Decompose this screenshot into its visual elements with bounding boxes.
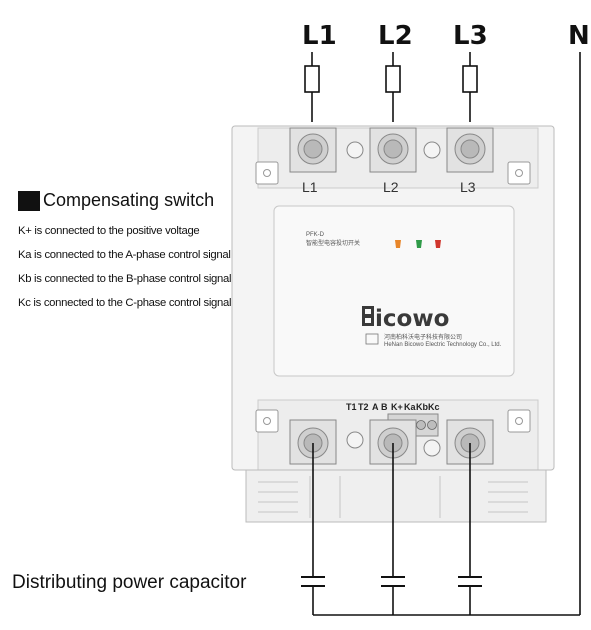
output-wires <box>312 443 580 616</box>
terminal-t1: T1 <box>346 402 357 412</box>
terminal-kb: Kb <box>416 402 428 412</box>
terminal-b: B <box>381 402 388 412</box>
switch-device: L1 L2 L3 PFK-D 智能型电容投切开关 icowo 河南柏科沃电子科技… <box>231 125 555 523</box>
control-terminal-labels: T1 T2 A B K+ Ka Kb Kc <box>346 402 440 412</box>
capacitor-2 <box>381 576 405 587</box>
capacitor-label: Distributing power capacitor <box>12 572 247 593</box>
legend-line-kplus: K+ is connected to the positive voltage <box>18 225 200 237</box>
fuse-l3 <box>462 65 478 93</box>
capacitor-3 <box>458 576 482 587</box>
phase-label-n: N <box>568 21 590 51</box>
legend-line-kc: Kc is connected to the C-phase control s… <box>18 297 232 309</box>
capacitors <box>301 576 482 587</box>
phase-label-l3: L3 <box>453 21 488 51</box>
terminal-label-l2: L2 <box>383 179 399 195</box>
terminal-label-l3: L3 <box>460 179 476 195</box>
legend-title: Compensating switch <box>18 190 214 211</box>
brand-text: icowo <box>375 306 449 332</box>
legend-line-kb: Kb is connected to the B-phase control s… <box>18 273 232 285</box>
company-name-en: HeNan Bicowo Electric Technology Co., Lt… <box>384 342 502 348</box>
legend-square-icon <box>18 190 40 211</box>
phase-label-l1: L1 <box>302 21 337 51</box>
terminal-a: A <box>372 402 379 412</box>
terminal-t2: T2 <box>358 402 369 412</box>
terminal-kc: Kc <box>428 402 440 412</box>
legend-line-ka: Ka is connected to the A-phase control s… <box>18 249 231 261</box>
company-name-cn: 河南柏科沃电子科技有限公司 <box>384 333 462 341</box>
heat-sink <box>245 469 547 523</box>
phase-label-l2: L2 <box>378 21 413 51</box>
led-orange <box>395 240 401 248</box>
product-name-cn: 智能型电容投切开关 <box>306 239 360 247</box>
legend-title-text: Compensating switch <box>43 190 215 210</box>
model-label: PFK-D <box>306 232 325 238</box>
fuse-l1 <box>304 65 320 93</box>
led-green <box>416 240 422 248</box>
indicator-leds <box>395 240 441 248</box>
led-red <box>435 240 441 248</box>
fuse-l2 <box>385 65 401 93</box>
terminal-kplus: K+ <box>391 402 403 412</box>
brand-logo: icowo <box>362 306 449 332</box>
capacitor-1 <box>301 576 325 587</box>
terminal-ka: Ka <box>404 402 416 412</box>
terminal-label-l1: L1 <box>302 179 318 195</box>
